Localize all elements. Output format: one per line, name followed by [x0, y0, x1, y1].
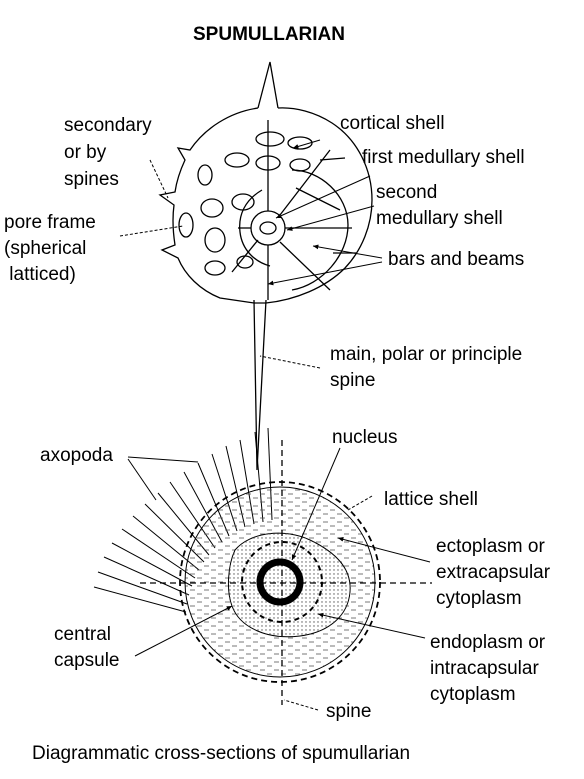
label-cortical-shell: cortical shell — [340, 113, 445, 134]
label-nucleus: nucleus — [332, 427, 398, 448]
diagram-caption: Diagrammatic cross-sections of spumullar… — [32, 743, 411, 764]
radiolarian-shell — [158, 61, 373, 471]
medullary-arc — [239, 189, 271, 267]
cell-cross-section — [93, 427, 432, 705]
top-leader-lines — [119, 139, 383, 369]
cortical-shell-outline — [158, 107, 373, 304]
label-ectoplasm: ectoplasm or extracapsular cytoplasm — [436, 536, 551, 609]
label-bars-and-beams: bars and beams — [388, 249, 525, 270]
pores — [178, 131, 313, 276]
label-endoplasm: endoplasm or intracapsular cytoplasm — [430, 632, 546, 705]
first-medullary-shell — [259, 221, 277, 235]
label-pore-frame: pore frame (spherical latticed) — [4, 212, 96, 285]
label-axopoda: axopoda — [40, 445, 113, 466]
label-lattice-shell: lattice shell — [384, 489, 478, 510]
label-secondary-spines: secondary or by spines — [64, 115, 152, 190]
top-polar-spine — [257, 61, 279, 109]
label-second-medullary-shell: second medullary shell — [376, 182, 503, 229]
label-first-medullary-shell: first medullary shell — [362, 147, 525, 168]
central-capsule — [241, 541, 323, 623]
nucleus — [256, 558, 304, 606]
lattice-shell — [179, 481, 381, 683]
diagram-title: SPUMULLARIAN — [193, 24, 345, 45]
label-spine: spine — [326, 701, 372, 722]
main-polar-spine — [253, 299, 267, 471]
label-main-spine: main, polar or principle spine — [330, 344, 523, 391]
label-central-capsule: central capsule — [54, 624, 120, 671]
inner-cortical-arc — [291, 169, 349, 291]
bottom-leader-lines — [127, 447, 431, 711]
